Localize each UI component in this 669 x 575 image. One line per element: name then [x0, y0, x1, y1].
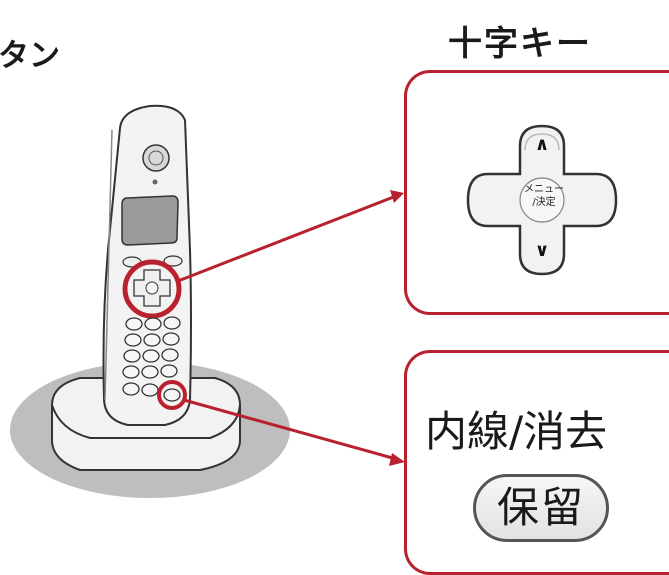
menu-label-line1: メニュー — [524, 184, 564, 195]
handset-screen — [121, 195, 179, 246]
cross-key-down-icon: ∨ — [534, 240, 550, 261]
cross-key-up-icon: ∧ — [534, 134, 550, 155]
cross-key-title: 十字キー — [448, 24, 592, 64]
keypad — [122, 316, 181, 402]
speaker-icon — [142, 144, 170, 172]
hold-key-highlight-ring — [157, 380, 187, 410]
menu-label-line2: /決定 — [532, 197, 556, 208]
hold-button: 保留 — [473, 474, 609, 542]
cross-key-highlight-ring — [122, 259, 182, 319]
arrow-to-hold-key — [183, 398, 397, 461]
intercom-delete-label: 内線/消去 — [425, 407, 608, 456]
menu-select-label: メニュー /決定 — [524, 183, 564, 209]
section-heading: タン — [0, 38, 60, 74]
arrow-to-cross-key — [177, 194, 397, 283]
